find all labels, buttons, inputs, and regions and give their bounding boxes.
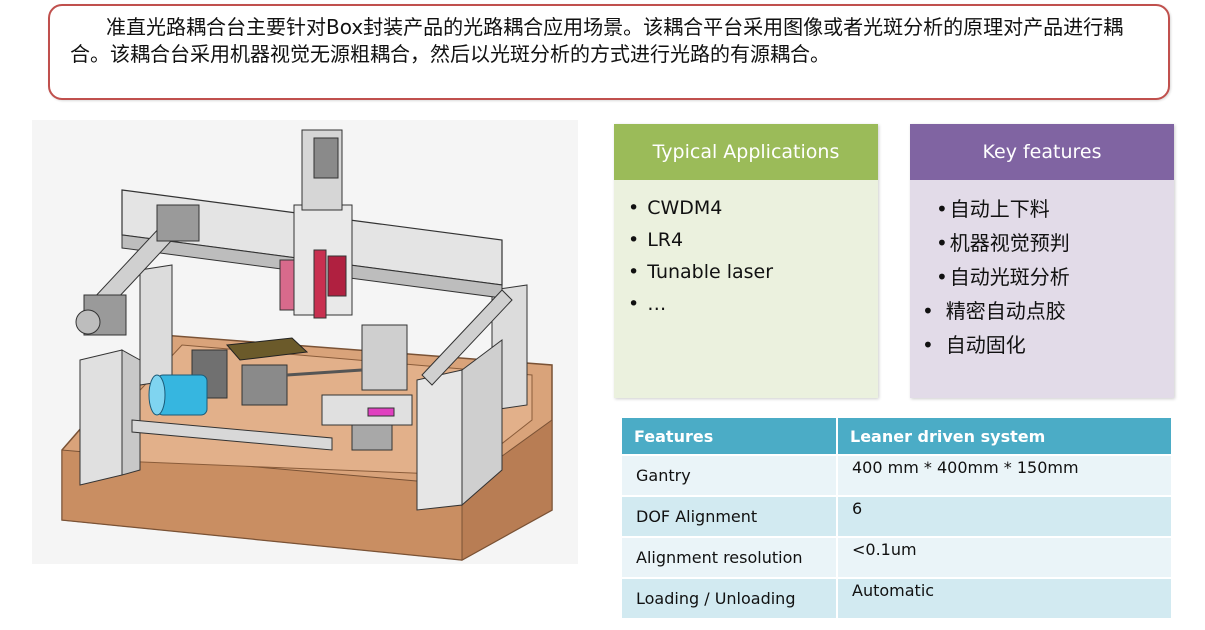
column-header: Features — [622, 418, 838, 455]
applications-list: CWDM4 LR4 Tunable laser … — [614, 180, 878, 320]
list-item: 自动上下料 — [936, 192, 1174, 226]
typical-applications-title: Typical Applications — [614, 124, 878, 180]
list-item: … — [628, 288, 878, 320]
table-row: Loading / Unloading Automatic — [622, 577, 1173, 618]
column-header: Leaner driven system — [837, 418, 1173, 455]
key-features-panel: Key features 自动上下料 机器视觉预判 自动光斑分析 精密自动点胶 … — [910, 124, 1174, 398]
intro-description: 准直光路耦合台主要针对Box封装产品的光路耦合应用场景。该耦合平台采用图像或者光… — [48, 4, 1170, 100]
table-header-row: Features Leaner driven system — [622, 418, 1173, 455]
key-features-title: Key features — [910, 124, 1174, 180]
table-cell: Automatic — [837, 577, 1173, 618]
list-item: 自动光斑分析 — [936, 260, 1174, 294]
spec-table: Features Leaner driven system Gantry 400… — [622, 418, 1173, 618]
table-cell: 6 — [837, 495, 1173, 537]
table-cell: Loading / Unloading — [622, 577, 838, 618]
typical-applications-panel: Typical Applications CWDM4 LR4 Tunable l… — [614, 124, 878, 398]
table-cell: 400 mm * 400mm * 150mm — [837, 454, 1173, 496]
list-item: CWDM4 — [628, 192, 878, 224]
table-cell: DOF Alignment — [622, 495, 838, 537]
list-item: 机器视觉预判 — [936, 226, 1174, 260]
table-row: DOF Alignment 6 — [622, 495, 1173, 537]
list-item: Tunable laser — [628, 256, 878, 288]
table-cell: <0.1um — [837, 536, 1173, 578]
list-item: 自动固化 — [922, 328, 1174, 362]
list-item: LR4 — [628, 224, 878, 256]
list-item: 精密自动点胶 — [922, 294, 1174, 328]
machine-illustration — [32, 120, 578, 564]
table-row: Gantry 400 mm * 400mm * 150mm — [622, 454, 1173, 496]
table-cell: Alignment resolution — [622, 536, 838, 578]
key-features-list: 自动上下料 机器视觉预判 自动光斑分析 精密自动点胶 自动固化 — [910, 180, 1174, 362]
table-row: Alignment resolution <0.1um — [622, 536, 1173, 578]
table-cell: Gantry — [622, 454, 838, 496]
